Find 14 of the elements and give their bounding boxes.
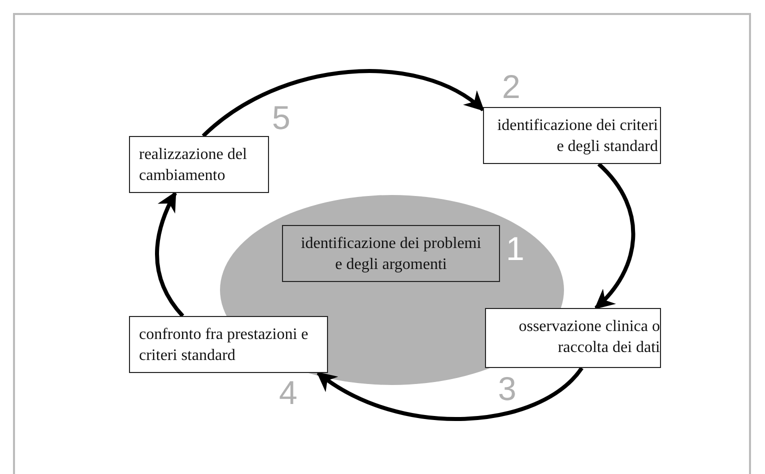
step-number: 4	[279, 376, 298, 409]
cycle-arrow	[202, 69, 485, 138]
step-number: 3	[498, 372, 516, 405]
process-box: realizzazione del cambiamento	[129, 136, 269, 193]
cycle-arrow	[594, 162, 636, 310]
step-number: 1	[506, 232, 524, 265]
step-number: 2	[502, 70, 520, 103]
process-box: osservazione clinica o raccolta dei dati	[485, 308, 661, 368]
process-box: identificazione dei criteri e degli standard	[483, 107, 661, 164]
step-number: 5	[272, 101, 290, 134]
cycle-arrow	[316, 366, 584, 421]
process-box: confronto fra prestazioni e criteri standard	[129, 316, 328, 373]
cycle-arrow	[155, 191, 184, 318]
process-box: identificazione dei problemi e degli argomenti	[282, 225, 500, 282]
